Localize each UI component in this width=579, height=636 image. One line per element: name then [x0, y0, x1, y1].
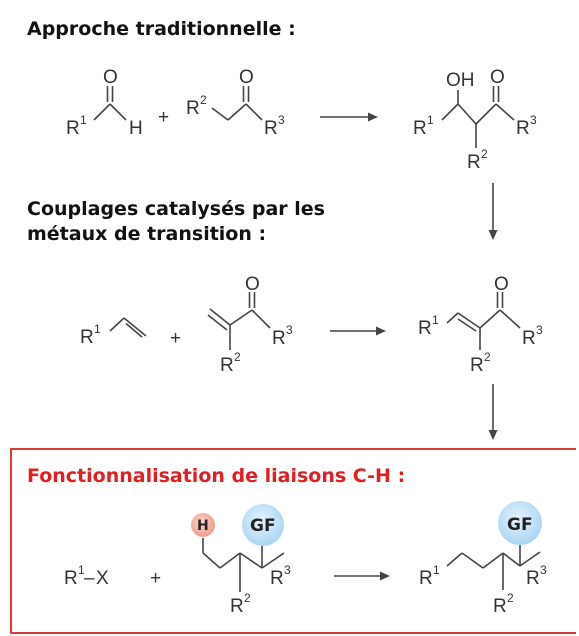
aldol-r1: R: [413, 118, 427, 139]
coupling-product-molecule: O R 1 R 3 R 2: [418, 274, 543, 376]
aldol-oh: OH: [446, 70, 475, 91]
aldehyde-h: H: [129, 118, 143, 139]
ch-substrate-r3: R: [270, 568, 284, 589]
reaction-arrowhead-3: [380, 571, 390, 581]
coupling-product-r3: R: [522, 328, 536, 349]
ch-product-r2: R: [493, 596, 507, 617]
coupling-product-r3-index: 3: [536, 323, 543, 337]
enone-molecule: O R 3 R 2: [207, 274, 293, 376]
ch-substrate-r2: R: [230, 596, 244, 617]
heading-ch-functionalization: Fonctionnalisation de liaisons C-H :: [27, 465, 406, 487]
coupling-product-r2: R: [470, 355, 484, 376]
gf-highlight-circle: [242, 504, 284, 546]
enone-r3-index: 3: [286, 323, 293, 337]
ketone-molecule: O R 2 R 3: [186, 67, 285, 139]
substrate-dash: –: [84, 568, 95, 589]
substrate-x: X: [96, 568, 109, 589]
coupling-product-o: O: [494, 274, 509, 295]
aldol-r1-index: 1: [427, 113, 434, 127]
heading-transition-metal-coupling-line2: métaux de transition :: [27, 223, 267, 245]
down-arrowhead-2: [488, 430, 498, 440]
plus-sign-3: +: [150, 568, 161, 589]
product-gf-highlight-circle: [498, 501, 542, 545]
reaction-arrowhead-1: [368, 112, 378, 122]
ketone-o: O: [239, 67, 254, 88]
haloalkane-molecule: R 1 – X: [64, 563, 109, 589]
alkene-r1: R: [80, 327, 94, 348]
h-highlight-circle: [191, 513, 215, 537]
ketone-r3: R: [264, 118, 278, 139]
enone-r2-index: 2: [234, 350, 241, 364]
substrate-r1-index: 1: [78, 563, 85, 577]
aldehyde-r-index: 1: [80, 113, 87, 127]
aldol-o: O: [490, 67, 505, 88]
plus-sign-2: +: [170, 328, 181, 349]
ch-substrate-molecule: H GF R 3 R 2: [191, 504, 291, 617]
ch-product-r3: R: [526, 568, 540, 589]
ch-functionalization-box: [10, 448, 576, 634]
aldol-product-molecule: OH O R 1 R 3 R 2: [413, 67, 537, 173]
alkene-molecule: R 1: [80, 317, 147, 348]
enone-r2: R: [220, 355, 234, 376]
ch-substrate-r2-index: 2: [244, 591, 251, 605]
aldehyde-o: O: [103, 67, 118, 88]
coupling-product-r1-index: 1: [432, 313, 439, 327]
ch-product-r3-index: 3: [540, 563, 547, 577]
heading-traditional-approach: Approche traditionnelle :: [27, 18, 296, 40]
aldehyde-r: R: [66, 118, 80, 139]
ch-product-gf: GF: [507, 515, 533, 535]
ch-substrate-gf: GF: [250, 516, 276, 536]
coupling-product-r1: R: [418, 318, 432, 339]
enone-r3: R: [272, 328, 286, 349]
ch-substrate-r3-index: 3: [284, 563, 291, 577]
ketone-r2: R: [186, 98, 200, 119]
ch-product-r1-index: 1: [433, 563, 440, 577]
enone-o: O: [245, 274, 260, 295]
down-arrowhead-1: [488, 230, 498, 240]
heading-transition-metal-coupling: Couplages catalysés par les: [27, 198, 325, 220]
ch-substrate-h: H: [197, 518, 209, 534]
ch-product-molecule: GF R 1 R 3 R 2: [419, 501, 547, 617]
ketone-r3-index: 3: [278, 113, 285, 127]
ch-product-r2-index: 2: [507, 591, 514, 605]
aldol-r2-index: 2: [481, 147, 488, 161]
plus-sign-1: +: [158, 107, 169, 128]
aldol-r2: R: [467, 152, 481, 173]
ch-product-r1: R: [419, 568, 433, 589]
reaction-arrowhead-2: [376, 326, 386, 336]
aldehyde-molecule: O R 1 H: [66, 67, 143, 139]
alkene-r1-index: 1: [94, 322, 101, 336]
coupling-product-r2-index: 2: [484, 350, 491, 364]
aldol-r3-index: 3: [530, 113, 537, 127]
ketone-r2-index: 2: [200, 93, 207, 107]
substrate-r1: R: [64, 568, 78, 589]
aldol-r3: R: [516, 118, 530, 139]
